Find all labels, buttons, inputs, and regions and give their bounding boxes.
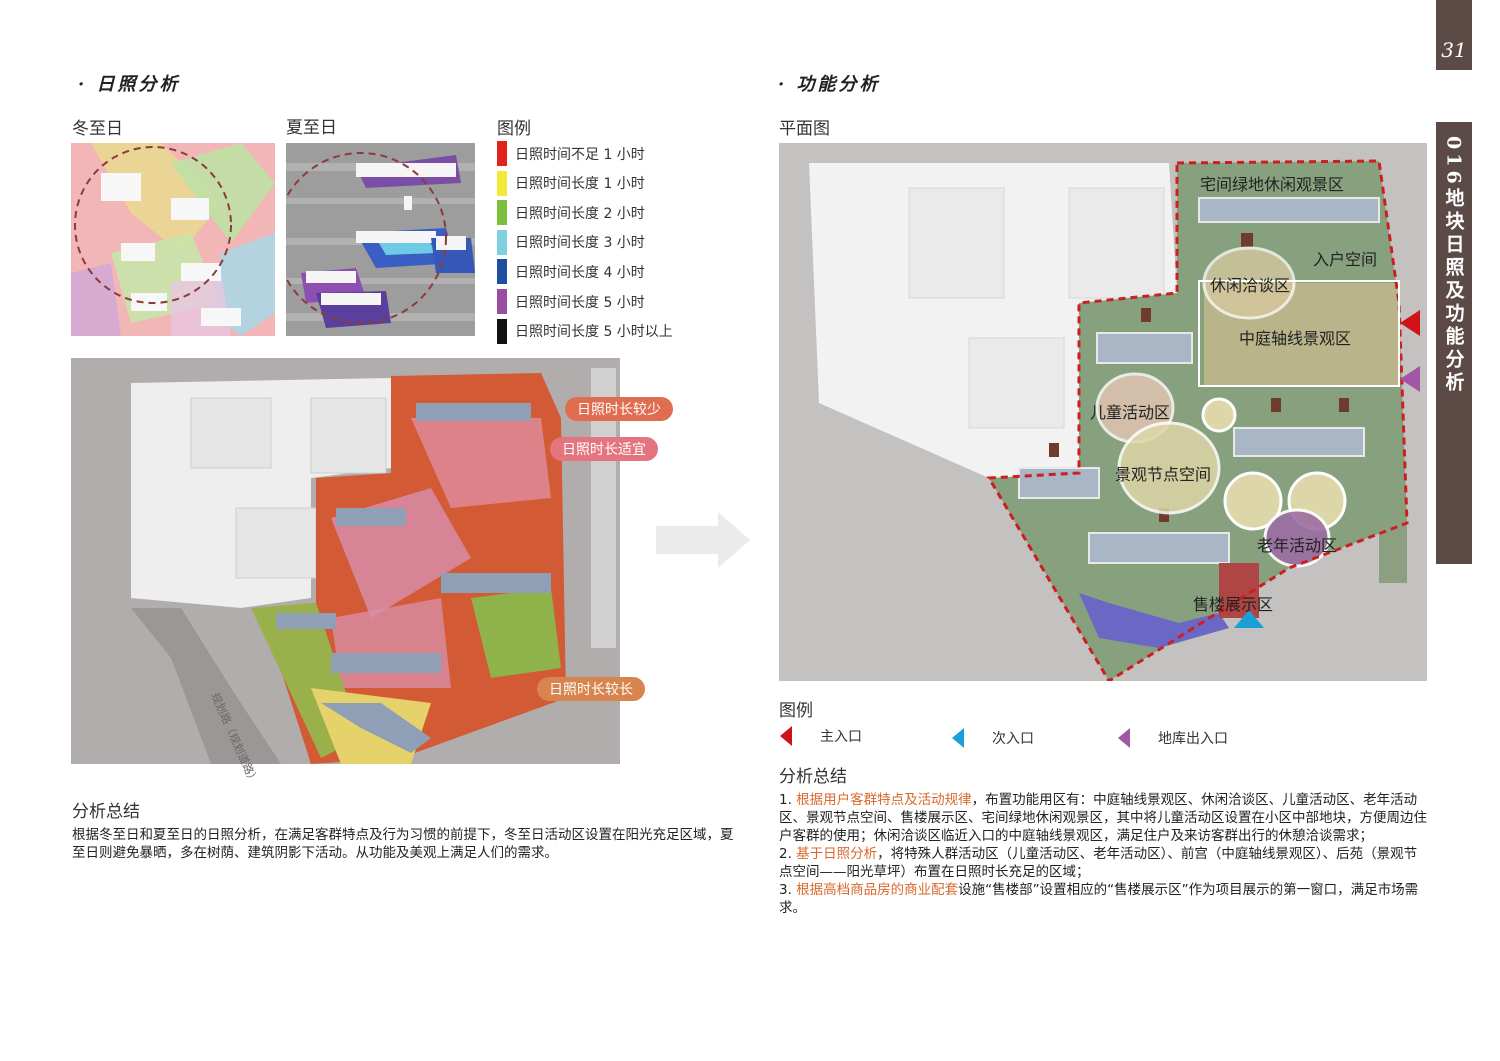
legend-label: 日照时间长度 4 小时 — [515, 264, 645, 281]
legend-label: 日照时间长度 5 小时 — [515, 294, 645, 311]
zone-landscape-node: 景观节点空间 — [1115, 465, 1212, 484]
legend-swatch — [497, 229, 507, 255]
function-summary: 1. 根据用户客群特点及活动规律，布置功能用区有：中庭轴线景观区、休闲洽谈区、儿… — [779, 791, 1427, 917]
legend-swatch — [497, 200, 507, 226]
main-entrance-marker-icon — [1400, 310, 1420, 336]
sunlight-summary-title: 分析总结 — [72, 802, 140, 822]
tag-sun-long: 日照时长较长 — [537, 677, 645, 701]
zone-central-axis: 中庭轴线景观区 — [1239, 329, 1352, 348]
sunlight-legend-item: 日照时间长度 5 小时 — [497, 289, 645, 314]
garage-entrance-marker-icon — [1400, 366, 1420, 392]
sunlight-legend-title: 图例 — [497, 119, 531, 139]
legend-swatch — [497, 289, 507, 314]
secondary-entrance-marker-icon — [1234, 610, 1264, 628]
legend-swatch — [497, 259, 507, 285]
garage-entrance-icon — [1118, 728, 1130, 748]
legend-label: 日照时间不足 1 小时 — [515, 146, 645, 163]
winter-sunlight-map — [71, 143, 275, 336]
winter-label: 冬至日 — [72, 119, 123, 139]
sunlight-legend-item: 日照时间长度 4 小时 — [497, 259, 645, 285]
function-summary-item: 1. 根据用户客群特点及活动规律，布置功能用区有：中庭轴线景观区、休闲洽谈区、儿… — [779, 792, 1427, 844]
legend-main-entrance-label: 主入口 — [820, 729, 862, 745]
legend-label: 日照时间长度 1 小时 — [515, 176, 645, 193]
function-summary-title: 分析总结 — [779, 767, 847, 787]
zone-children: 儿童活动区 — [1090, 403, 1171, 422]
sunlight-section-title: · 日照分析 — [78, 74, 181, 95]
tag-sun-suitable: 日照时长适宜 — [550, 437, 658, 461]
tag-sun-less: 日照时长较少 — [565, 397, 673, 421]
legend-swatch — [497, 141, 507, 166]
sunlight-legend-item: 日照时间不足 1 小时 — [497, 141, 645, 166]
function-plan — [779, 143, 1427, 681]
legend-garage-entrance-label: 地库出入口 — [1158, 731, 1228, 747]
side-tab: 016地块日照及功能分析 — [1436, 122, 1472, 564]
legend-label: 日照时间长度 3 小时 — [515, 235, 645, 252]
main-entrance-icon — [780, 726, 792, 746]
zone-elderly: 老年活动区 — [1257, 536, 1338, 555]
function-section-title: · 功能分析 — [778, 74, 881, 95]
sunlight-legend-item: 日照时间长度 2 小时 — [497, 200, 645, 226]
sunlight-legend-item: 日照时间长度 5 小时以上 — [497, 318, 673, 344]
zone-sales: 售楼展示区 — [1193, 595, 1274, 614]
legend-garage-entrance: 地库出入口 — [1118, 728, 1228, 748]
legend-label: 日照时间长度 2 小时 — [515, 205, 645, 222]
sunlight-legend-item: 日照时间长度 1 小时 — [497, 170, 645, 196]
function-legend-title: 图例 — [779, 701, 813, 721]
legend-secondary-entrance: 次入口 — [952, 728, 1034, 748]
arrow-right-icon — [656, 512, 750, 568]
secondary-entrance-icon — [952, 728, 964, 748]
legend-swatch — [497, 170, 507, 196]
zone-leisure-talk: 休闲洽谈区 — [1210, 276, 1291, 295]
zone-residential-green: 宅间绿地休闲观景区 — [1200, 175, 1345, 194]
sunlight-summary-text: 根据冬至日和夏至日的日照分析，在满足客群特点及行为习惯的前提下，冬至日活动区设置… — [72, 827, 734, 861]
legend-swatch — [497, 318, 507, 344]
zone-entrance-space: 入户空间 — [1313, 250, 1378, 269]
legend-main-entrance: 主入口 — [780, 726, 862, 746]
function-summary-item: 3. 根据高档商品房的商业配套设施“售楼部”设置相应的“售楼展示区”作为项目展示… — [779, 882, 1419, 916]
legend-secondary-entrance-label: 次入口 — [992, 731, 1034, 747]
function-summary-item: 2. 基于日照分析，将特殊人群活动区（儿童活动区、老年活动区）、前宫（中庭轴线景… — [779, 846, 1418, 880]
sunlight-plan — [71, 358, 620, 764]
sunlight-legend-item: 日照时间长度 3 小时 — [497, 229, 645, 255]
summer-label: 夏至日 — [286, 118, 337, 138]
plan-label: 平面图 — [779, 119, 830, 139]
side-tab-title: 016地块日照及功能分析 — [1442, 136, 1465, 395]
page-number: 31 — [1436, 0, 1472, 70]
summer-sunlight-map — [286, 143, 475, 336]
legend-label: 日照时间长度 5 小时以上 — [515, 324, 673, 341]
